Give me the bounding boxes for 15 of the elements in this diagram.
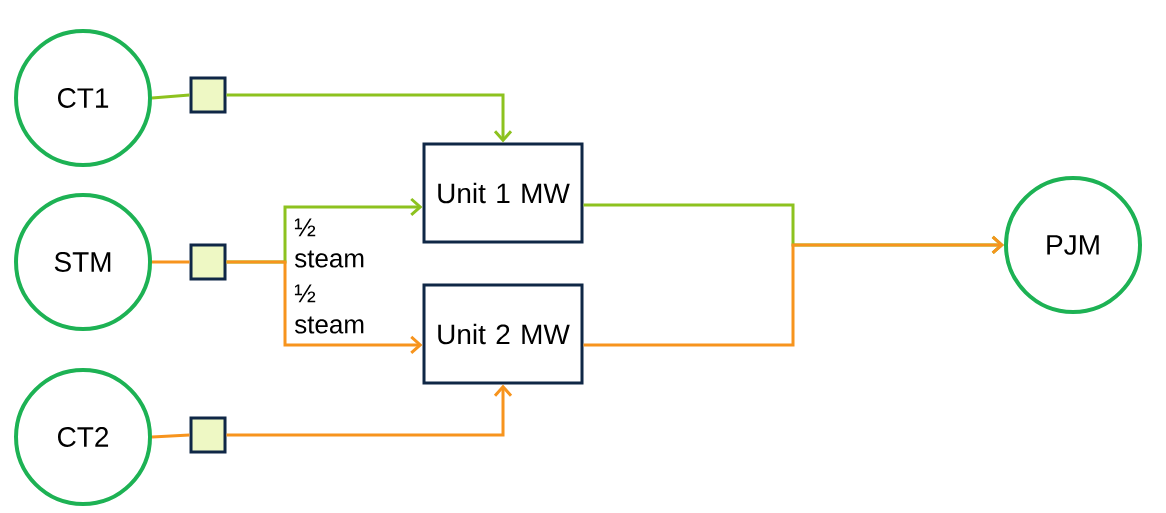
arrow (226, 384, 513, 437)
circle-node: CT1 (14, 29, 152, 167)
unit-box: Unit 1 MW (422, 142, 584, 244)
circle-node: CT2 (14, 368, 152, 506)
edge-label: ½ steam (293, 217, 376, 269)
arrow (583, 235, 1004, 347)
edge-label: ½ steam (293, 283, 376, 335)
arrow (226, 260, 423, 355)
meter-square (189, 416, 227, 454)
circle-node: PJM (1004, 176, 1142, 314)
meter-square (189, 243, 227, 281)
circle-node: STM (14, 193, 152, 331)
arrow (226, 93, 513, 143)
meter-square (189, 76, 227, 114)
unit-box: Unit 2 MW (422, 283, 584, 385)
